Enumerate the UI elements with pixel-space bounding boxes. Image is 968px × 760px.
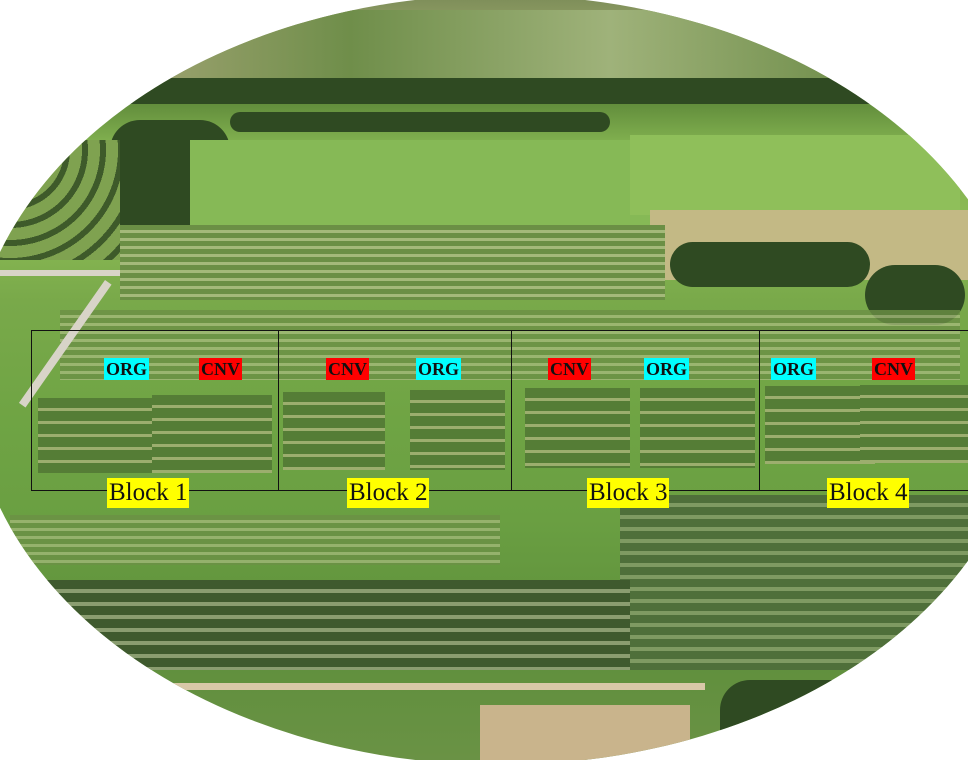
crop-strip xyxy=(120,225,665,300)
road xyxy=(95,683,705,690)
distant-fields xyxy=(90,10,870,80)
orchard xyxy=(0,140,120,260)
treatment-label-org: ORG xyxy=(104,358,150,380)
plot xyxy=(765,386,875,464)
treatment-label-cnv: CNV xyxy=(199,358,242,380)
block-4-label: Block 4 xyxy=(827,478,910,508)
block-2-label: Block 2 xyxy=(347,478,430,508)
crop-strip xyxy=(10,515,500,565)
plot xyxy=(525,388,630,468)
block-1-outline xyxy=(31,330,279,491)
block-4-outline xyxy=(759,330,968,491)
treatment-label-cnv: CNV xyxy=(872,358,915,380)
tree-cluster xyxy=(720,680,860,760)
block-3-label: Block 3 xyxy=(587,478,670,508)
block-3-outline xyxy=(511,330,760,491)
plot xyxy=(152,395,272,473)
vegetable-field xyxy=(620,495,968,670)
treatment-label-org: ORG xyxy=(416,358,462,380)
tree-line xyxy=(70,78,950,104)
plot xyxy=(640,388,755,468)
plot xyxy=(38,398,158,473)
treatment-label-cnv: CNV xyxy=(326,358,369,380)
treatment-label-org: ORG xyxy=(771,358,817,380)
vegetable-field xyxy=(35,580,630,670)
treatment-label-org: ORG xyxy=(644,358,690,380)
plot xyxy=(410,390,505,470)
treatment-label-cnv: CNV xyxy=(548,358,591,380)
upper-field xyxy=(190,140,660,230)
block-1-label: Block 1 xyxy=(107,478,190,508)
plot xyxy=(860,385,968,463)
tree-cluster xyxy=(670,242,870,287)
plot xyxy=(283,392,385,470)
bare-field xyxy=(480,705,690,760)
tree-line xyxy=(230,112,610,132)
right-field xyxy=(630,135,960,215)
road xyxy=(0,270,120,276)
block-2-outline xyxy=(278,330,512,491)
